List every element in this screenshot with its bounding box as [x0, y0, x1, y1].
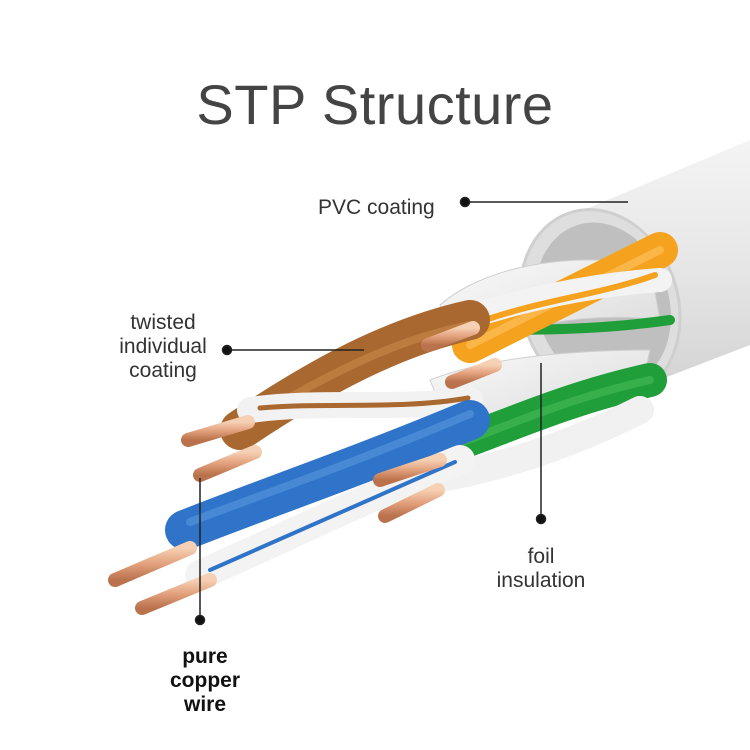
label-line: pure — [182, 645, 228, 668]
copper-wire-brown-white — [181, 415, 255, 447]
label-line: foil — [527, 545, 555, 568]
label-line: coating — [129, 359, 197, 382]
copper-wire-orange — [445, 358, 502, 389]
label-pure-copper-wire: pure copper wire — [150, 645, 260, 717]
pvc-leader-dot — [459, 196, 471, 208]
copper-wire-green — [373, 453, 447, 487]
copper-wire-blue-white — [135, 573, 217, 615]
label-twisted-individual-coating: twisted individual coating — [108, 311, 218, 383]
copper-wire-white — [421, 321, 480, 352]
label-line: insulation — [496, 569, 586, 592]
label-pvc-coating: PVC coating — [318, 196, 435, 219]
label-line: individual — [119, 335, 207, 358]
blue-pair — [165, 400, 490, 590]
label-line: wire — [183, 693, 227, 716]
label-line: copper — [169, 669, 240, 692]
copper-leader-dot — [194, 614, 206, 626]
copper-wire-green-white — [378, 483, 445, 523]
copper-wire-blue — [108, 541, 197, 587]
copper-conductors — [108, 321, 502, 615]
label-line: twisted — [130, 311, 196, 334]
copper-wire-brown — [193, 445, 262, 482]
page-title: STP Structure — [196, 73, 554, 136]
label-foil-insulation: foil insulation — [486, 545, 596, 593]
foil-leader-dot — [535, 513, 547, 525]
twisted-leader-dot — [221, 344, 233, 356]
leader-lines — [194, 196, 628, 626]
brown-pair — [220, 300, 490, 450]
